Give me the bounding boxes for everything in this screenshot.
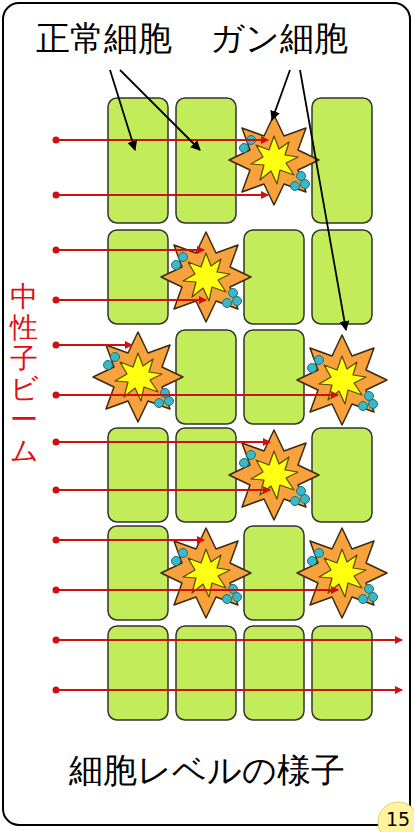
cell-type-label: ガン細胞 xyxy=(210,20,348,57)
page-number: 15 xyxy=(386,809,410,830)
beam-label: 中性子ビーム xyxy=(10,282,38,467)
cell-type-label: 正常細胞 xyxy=(36,20,172,57)
caption-label: 細胞レベルの様子 xyxy=(69,752,345,789)
